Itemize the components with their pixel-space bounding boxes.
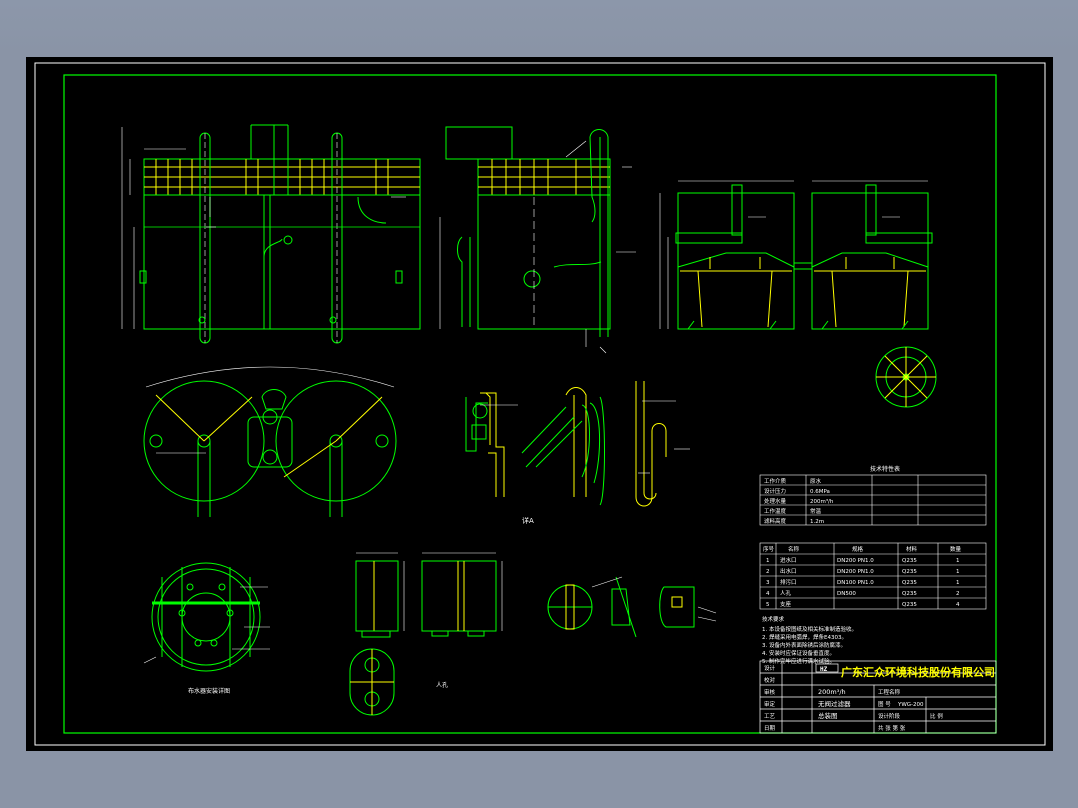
role-designer: 设计 [764, 664, 776, 672]
parts-row-1-name: 进水口 [780, 556, 797, 564]
technical-notes: 技术要求 1. 本设备按图纸及相关标准制造验收。 2. 焊缝采用电弧焊，焊条E4… [762, 615, 857, 665]
plan-view [143, 380, 397, 517]
front-elevation [139, 124, 421, 344]
parts-row-5-no: 5 [766, 602, 770, 608]
parts-row-3-name: 排污口 [780, 578, 797, 586]
front-dimensions [121, 127, 406, 329]
notes-title: 技术要求 [762, 615, 785, 623]
note-line-2: 2. 焊缝采用电弧焊，焊条E4303。 [762, 633, 847, 641]
detail-a-label: 详A [522, 516, 534, 525]
parts-row-4-qty: 2 [956, 591, 960, 597]
role-approver: 审定 [764, 700, 776, 708]
parts-row-4-no: 4 [766, 591, 770, 597]
side-elevation [445, 126, 611, 337]
parts-row-2-qty: 1 [956, 569, 960, 575]
capacity: 200m³/h [818, 688, 846, 696]
phase-label: 设计阶段 [878, 712, 901, 720]
detail-dimensions [480, 400, 690, 474]
note-line-1: 1. 本设备按图纸及相关标准制造验收。 [762, 625, 857, 633]
tech-row-2-label: 设计压力 [764, 487, 786, 495]
parts-row-1-no: 1 [766, 558, 770, 564]
tech-table: 技术特性表 工作介质 原水 设计压力 0.6MPa 处理水量 200m³/h 工… [759, 465, 987, 526]
parts-row-5-qty: 4 [956, 602, 960, 608]
inner-frame [63, 74, 997, 734]
company-logo-text: HZ [820, 666, 828, 673]
parts-row-2-no: 2 [766, 569, 770, 575]
drawing-sheet: 详A 布水器安装详图 [26, 57, 1053, 751]
drawing-no-label: 图 号 [878, 700, 891, 708]
parts-row-5-material: Q235 [902, 602, 917, 608]
parts-row-3-spec: DN100 PN1.0 [837, 580, 874, 586]
nozzle-leaders [591, 576, 717, 622]
distributor-label: 布水器安装详图 [188, 687, 230, 695]
company-logo [815, 663, 839, 673]
parts-header-spec: 规格 [852, 545, 864, 553]
parts-row-1-spec: DN200 PN1.0 [837, 558, 874, 564]
role-process: 工艺 [764, 713, 776, 720]
parts-row-3-material: Q235 [902, 580, 917, 586]
viewer-background [0, 0, 1078, 56]
company-name: 广东汇众环境科技股份有限公司 [841, 665, 995, 679]
parts-row-4-material: Q235 [902, 591, 917, 597]
distributor-leaders [143, 586, 270, 664]
manhole-label: 人孔 [436, 681, 448, 689]
tech-row-2-value: 0.6MPa [810, 489, 830, 495]
nozzle-sections [547, 576, 695, 638]
tech-row-3-label: 处理水量 [764, 497, 787, 505]
scale-label: 比 例 [930, 712, 943, 720]
side-dimensions [439, 166, 636, 354]
project-label: 工程名称 [878, 688, 901, 696]
tech-row-1-label: 工作介质 [764, 477, 787, 485]
product-name: 无阀过滤器 [818, 699, 851, 708]
parts-row-3-qty: 1 [956, 580, 960, 586]
drawing-no: YWG-200 [897, 702, 924, 708]
section-dimensions [659, 180, 928, 329]
distributor-detail-view [151, 562, 261, 672]
detail-a-view [465, 381, 667, 507]
title-block: HZ 广东汇众环境科技股份有限公司 设计 校对 审核 审定 工艺 日期 200m… [759, 660, 997, 734]
parts-row-2-spec: DN200 PN1.0 [837, 569, 874, 575]
outer-frame [34, 62, 1046, 746]
role-reviewer: 审核 [764, 688, 776, 696]
parts-table: 序号 名称 规格 材料 数量 1 进水口 DN200 PN1.0 Q235 1 … [759, 542, 987, 610]
sheet-label: 共 张 第 张 [878, 724, 906, 732]
view-name: 总装图 [818, 711, 838, 720]
parts-row-3-no: 3 [766, 580, 770, 586]
parts-header-qty: 数量 [950, 545, 962, 553]
tech-row-4-label: 工作温度 [764, 507, 787, 515]
manhole-dimensions [356, 552, 503, 631]
section-view [675, 184, 933, 330]
parts-header-material: 材料 [906, 545, 918, 553]
parts-row-2-material: Q235 [902, 569, 917, 575]
tech-row-4-value: 常温 [810, 507, 822, 515]
cad-drawing: 详A 布水器安装详图 [34, 62, 1046, 746]
note-line-4: 4. 安装时应保证设备垂直度。 [762, 649, 835, 657]
parts-row-4-name: 人孔 [780, 589, 792, 597]
plan-dimensions [145, 366, 395, 454]
note-line-3: 3. 设备内外表面除锈后涂防腐漆。 [762, 641, 846, 649]
tech-row-1-value: 原水 [810, 477, 822, 485]
parts-row-2-name: 出水口 [780, 567, 797, 575]
parts-row-5-name: 支座 [780, 600, 792, 608]
tech-table-title: 技术特性表 [870, 465, 900, 473]
parts-row-4-spec: DN500 [837, 591, 856, 597]
parts-header-name: 名称 [788, 545, 800, 553]
tech-row-5-value: 1.2m [810, 519, 824, 525]
manhole-views [349, 560, 497, 716]
parts-row-1-material: Q235 [902, 558, 917, 564]
tech-row-3-value: 200m³/h [810, 498, 834, 505]
parts-row-1-qty: 1 [956, 558, 960, 564]
distributor-plan [875, 346, 937, 408]
role-checker: 校对 [764, 676, 776, 684]
parts-header-no: 序号 [763, 545, 775, 553]
role-date: 日期 [764, 725, 776, 732]
tech-row-5-label: 滤料高度 [764, 517, 787, 525]
